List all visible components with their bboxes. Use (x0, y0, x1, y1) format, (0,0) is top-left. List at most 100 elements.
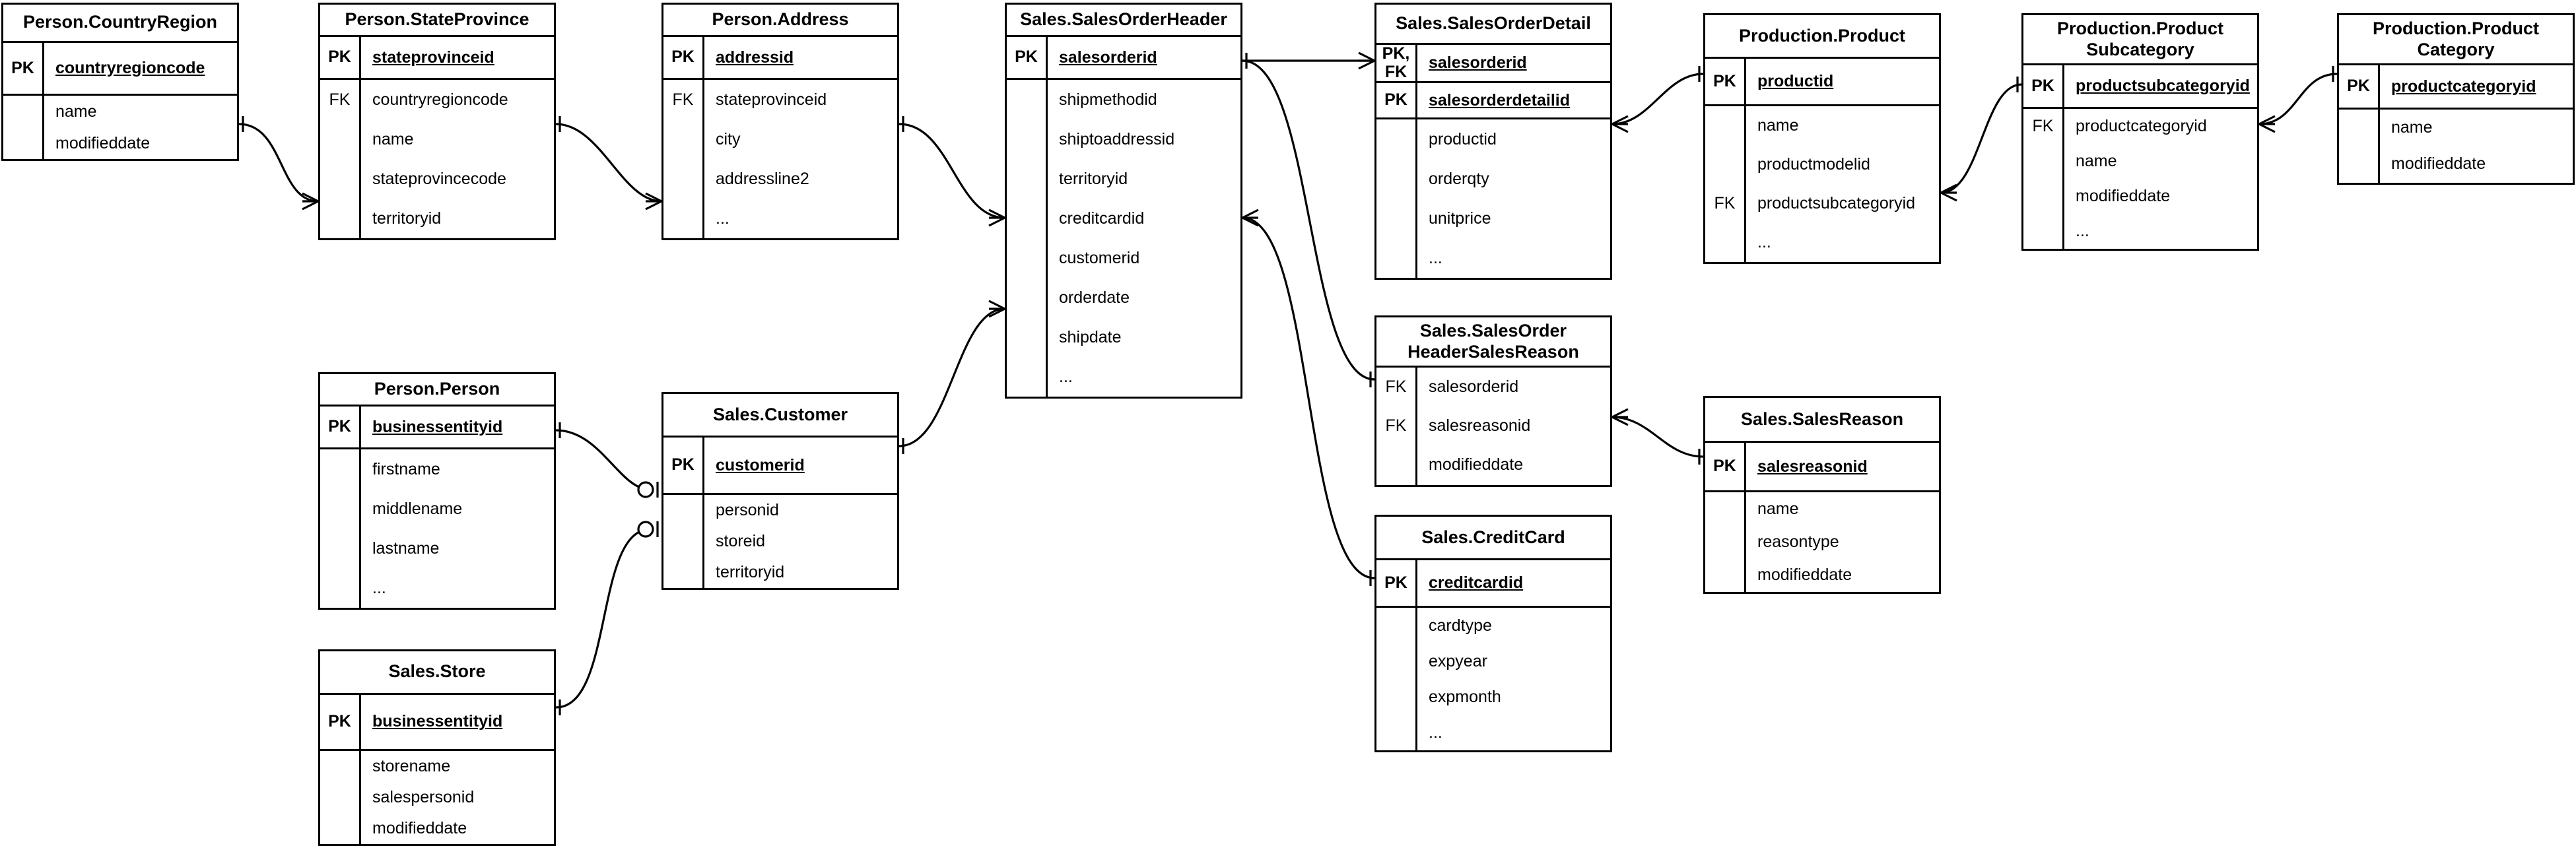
key-label (320, 449, 359, 489)
entity-sales-creditcard[interactable]: Sales.CreditCard PK creditcardid cardtyp… (1374, 515, 1612, 752)
key-label: PK (663, 438, 704, 493)
entity-person-countryregion[interactable]: Person.CountryRegion PK countryregioncod… (1, 3, 239, 161)
attribute-row[interactable]: PK stateprovinceid (320, 37, 554, 78)
entity-production-productsubcategory[interactable]: Production.Product Subcategory PK produc… (2021, 13, 2259, 251)
attribute-row[interactable]: PK countryregioncode (3, 42, 237, 94)
key-column (1376, 119, 1417, 278)
connector-sub-cat (2258, 73, 2338, 125)
entity-person-stateprovince[interactable]: Person.StateProvince PK stateprovinceid … (318, 3, 556, 240)
attribute-name: expmonth (1429, 687, 1501, 706)
key-label (663, 495, 702, 526)
attribute-row[interactable]: PK salesorderid (1007, 37, 1240, 78)
entity-sales-salesorderheader[interactable]: Sales.SalesOrderHeader PK salesorderid s… (1005, 3, 1242, 399)
key-label (320, 751, 359, 782)
key-column (663, 495, 704, 588)
entity-person-address[interactable]: Person.Address PK addressid FK stateprov… (661, 3, 899, 240)
key-label (3, 127, 42, 159)
key-label (1376, 715, 1415, 750)
attributes-section: name modifieddate (2339, 108, 2573, 183)
key-label (1007, 278, 1046, 317)
cardinality-many-addr (645, 192, 662, 211)
attribute-row[interactable]: PK customerid (663, 438, 897, 493)
attribute-name: productmodelid (1757, 155, 1870, 174)
key-column: FK (320, 80, 361, 238)
entity-title: Person.Person (320, 374, 554, 407)
key-label (320, 119, 359, 159)
attribute-row[interactable]: PK businessentityid (320, 694, 554, 749)
key-label (1705, 145, 1744, 184)
key-column: FK FK (1376, 368, 1417, 485)
attributes-section: FK productcategoryid name modifieddate .… (2023, 107, 2257, 249)
attribute-row[interactable]: PK businessentityid (320, 407, 554, 447)
attribute-name: shipdate (1059, 327, 1122, 346)
cardinality-many-soh-cc (1242, 209, 1259, 227)
entity-title: Person.Address (663, 5, 897, 38)
key-label (663, 526, 702, 557)
name-column: salesorderid salesreasonid modifieddate (1417, 368, 1610, 485)
connector-sod-prod (1611, 73, 1704, 125)
key-label (320, 199, 359, 238)
attributes-section: FK countryregioncode name stateprovincec… (320, 78, 554, 238)
attribute-name: productsubcategoryid (2076, 77, 2250, 95)
attribute-row[interactable]: PK, FK salesorderid (1376, 45, 1610, 82)
attributes-section: name reasontype modifieddate (1705, 490, 1939, 592)
entity-title: Sales.Customer (663, 394, 897, 438)
name-column: firstname middlename lastname ... (361, 449, 554, 608)
attribute-row[interactable]: PK productsubcategoryid (2023, 65, 2257, 107)
key-column (320, 449, 361, 608)
attribute-name: customerid (1059, 248, 1140, 267)
attribute-name: salesreasonid (1757, 457, 1868, 476)
attribute-row[interactable]: PK creditcardid (1376, 560, 1610, 606)
attribute-row[interactable]: PK productcategoryid (2339, 65, 2573, 108)
attribute-name: customerid (716, 455, 805, 474)
attribute-name: salesorderdetailid (1429, 90, 1570, 110)
entity-sales-store[interactable]: Sales.Store PK businessentityid storenam… (318, 649, 556, 846)
attribute-name: productcategoryid (2391, 77, 2536, 96)
attribute-name: creditcardid (1059, 209, 1145, 228)
attribute-name: ... (1757, 233, 1771, 251)
key-label (2023, 179, 2062, 214)
key-label (1705, 223, 1744, 262)
attribute-row[interactable]: PK salesreasonid (1705, 443, 1939, 490)
attribute-name: modifieddate (372, 819, 467, 837)
entity-person-person[interactable]: Person.Person PK businessentityid firstn… (318, 372, 556, 610)
attribute-name: productsubcategoryid (1757, 194, 1916, 212)
connector-soh-sohsr (1242, 59, 1375, 381)
name-column: countryregioncode name stateprovincecode… (361, 80, 554, 238)
key-label (2339, 110, 2378, 146)
attribute-name: personid (716, 501, 779, 519)
entity-production-productcategory[interactable]: Production.Product Category PK productca… (2337, 13, 2575, 185)
attribute-name: stateprovincecode (372, 169, 506, 188)
name-column: personid storeid territoryid (704, 495, 897, 588)
attribute-row[interactable]: PK addressid (663, 37, 897, 78)
entity-title: Sales.SalesOrderDetail (1376, 5, 1610, 46)
name-column: productid orderqty unitprice ... (1417, 119, 1610, 278)
entity-title: Sales.SalesOrder HeaderSalesReason (1376, 317, 1610, 368)
cardinality-many-sohsr-sr (1611, 408, 1629, 426)
key-label: PK (1705, 443, 1746, 490)
attribute-name: modifieddate (1429, 455, 1524, 474)
attributes-section: FK FK salesorderid salesreasonid modifie… (1376, 368, 1610, 485)
entity-production-product[interactable]: Production.Product PK productid FK name … (1703, 13, 1941, 264)
connector-prod-sub (1940, 83, 2022, 194)
name-column: name modifieddate (44, 96, 237, 159)
name-column: cardtype expyear expmonth ... (1417, 608, 1610, 750)
attribute-row[interactable]: PK salesorderdetailid (1376, 83, 1610, 117)
name-column: productcategoryid name modifieddate ... (2064, 109, 2257, 249)
attribute-row[interactable]: PK productid (1705, 58, 1939, 104)
key-label: PK (663, 37, 704, 78)
attribute-name: orderqty (1429, 169, 1489, 188)
attribute-name: salesorderid (1429, 377, 1519, 396)
entity-sales-customer[interactable]: Sales.Customer PK customerid personid st… (661, 392, 899, 590)
attribute-name: name (1757, 116, 1799, 135)
key-label: FK (672, 90, 694, 109)
name-column: stateprovinceid city addressline2 ... (704, 80, 897, 238)
connector-cr-sp (238, 123, 319, 203)
cardinality-many-prod-sub (1940, 183, 1957, 202)
entity-sales-salesorderheadersalesreason[interactable]: Sales.SalesOrder HeaderSalesReason FK FK… (1374, 315, 1612, 487)
pk-section: PK addressid (663, 37, 897, 78)
key-column (1376, 608, 1417, 750)
entity-sales-salesorderdetail[interactable]: Sales.SalesOrderDetail PK, FK salesorder… (1374, 3, 1612, 280)
entity-sales-salesreason[interactable]: Sales.SalesReason PK salesreasonid name … (1703, 396, 1941, 594)
key-column (1705, 492, 1746, 592)
